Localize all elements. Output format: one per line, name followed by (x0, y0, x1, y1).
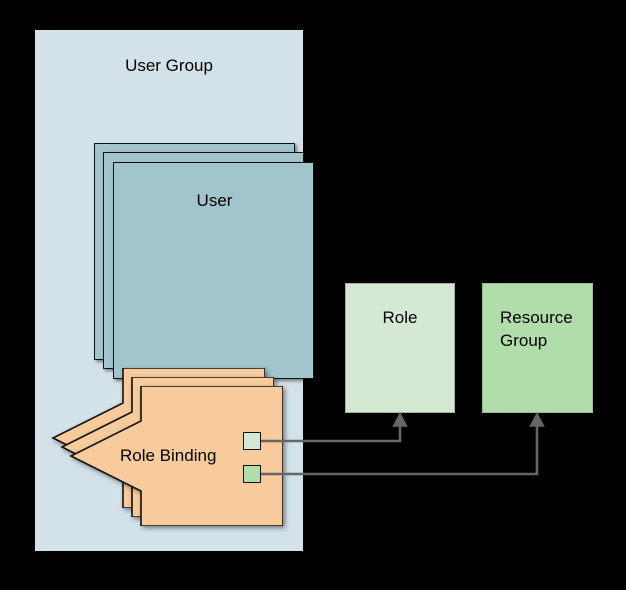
user-group-label: User Group (125, 56, 213, 75)
role-binding-resource-group-port[interactable] (243, 465, 261, 483)
user-card-front[interactable]: User (113, 162, 314, 379)
role-box-label: Role (382, 308, 418, 327)
role-binding-role-port[interactable] (243, 432, 261, 450)
user-stack[interactable]: User (94, 143, 314, 379)
role-box[interactable]: Role (345, 283, 455, 413)
resource-group-box[interactable]: Resource Group (482, 283, 593, 413)
resource-group-box-label: Resource Group (500, 308, 573, 350)
role-binding-shape-front[interactable] (68, 386, 283, 526)
user-label: User (196, 191, 233, 210)
user-group-container[interactable]: User Group User (35, 30, 314, 551)
